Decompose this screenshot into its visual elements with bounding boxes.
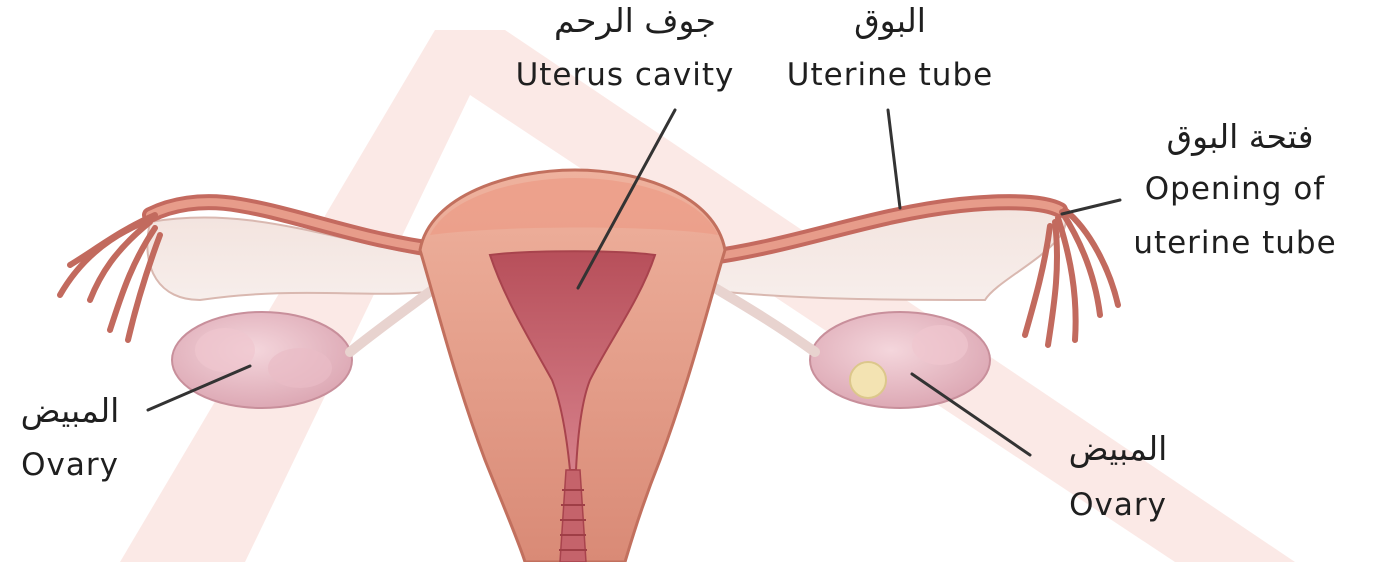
- label-tube-opening-ar: فتحة البوق: [1140, 118, 1340, 156]
- label-ovary-left-en: Ovary: [5, 448, 135, 484]
- label-uterine-tube-ar: البوق: [790, 2, 990, 40]
- label-uterine-tube-en: Uterine tube: [765, 58, 1015, 94]
- label-ovary-right-ar: المبيض: [1048, 430, 1188, 468]
- label-uterus-cavity-ar: جوف الرحم: [520, 2, 750, 40]
- label-tube-opening-en-1: Opening of: [1110, 172, 1360, 208]
- label-ovary-left-ar: المبيض: [5, 392, 135, 430]
- left-fimbriae: [60, 215, 160, 340]
- leader-uterine-tube: [888, 110, 900, 208]
- label-uterus-cavity-en: Uterus cavity: [495, 58, 755, 94]
- right-ovary: [810, 312, 990, 408]
- label-ovary-right-en: Ovary: [1048, 488, 1188, 524]
- label-tube-opening-en-2: uterine tube: [1110, 226, 1360, 262]
